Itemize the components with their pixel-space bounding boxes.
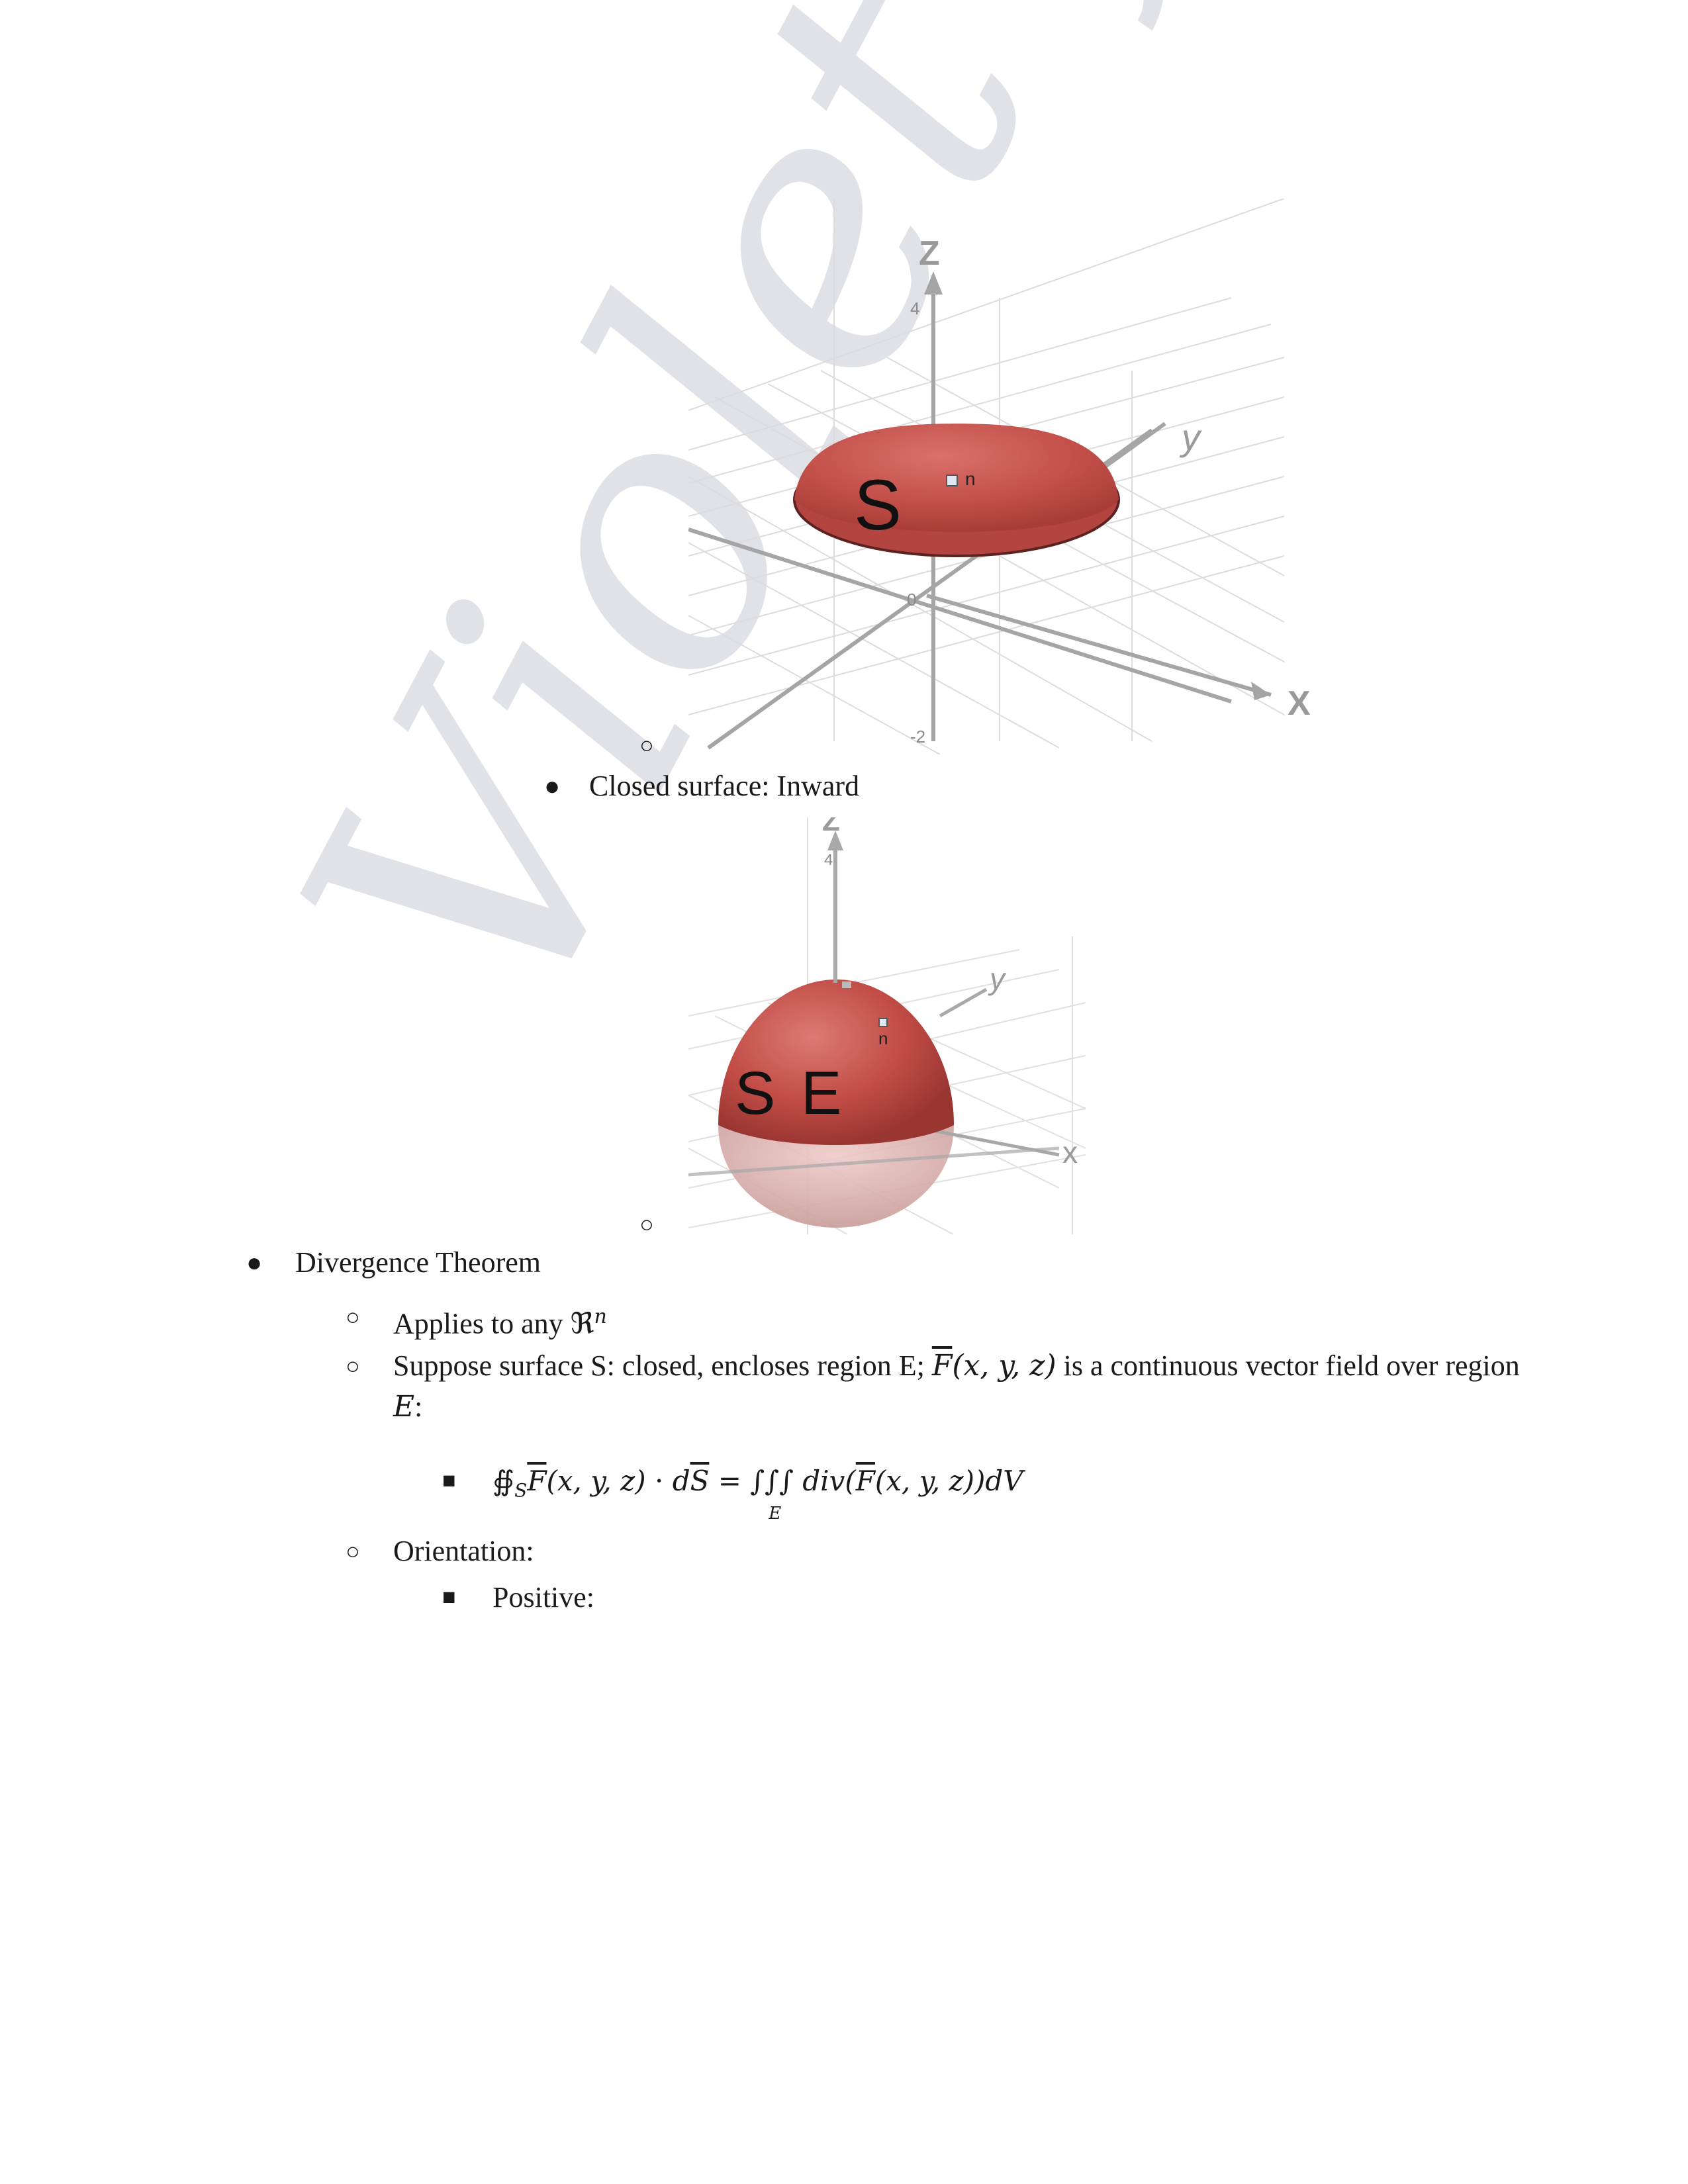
closed-surface-integral-sign: ∯	[492, 1465, 515, 1497]
suppose-line-2: E:	[393, 1388, 422, 1426]
positive-marker: ■	[442, 1585, 456, 1610]
triple-integral-sign: ∫∫∫	[750, 1465, 794, 1497]
applies-line: Applies to any ℜn	[393, 1298, 607, 1343]
sphere-surface-graph: x y Z 4 S E n	[688, 805, 1086, 1235]
formula-lhs-f: F	[527, 1465, 547, 1497]
applies-marker: ○	[346, 1304, 360, 1330]
axis-x-label: X	[1288, 684, 1311, 723]
figure2-marker: ○	[639, 1211, 654, 1238]
axis-y-label-2: y	[988, 962, 1007, 996]
region-e: E	[393, 1390, 415, 1424]
orientation-marker: ○	[346, 1538, 360, 1565]
normal-point	[946, 475, 958, 486]
formula-rhs-tail: (x, y, z))dV	[874, 1465, 1023, 1497]
normal-point-2	[878, 1018, 888, 1027]
formula-lhs-args: (x, y, z)	[546, 1465, 646, 1497]
surface-label-2: S	[735, 1060, 775, 1127]
figure-sphere-surface: x y Z 4 S E n	[688, 805, 1112, 1235]
axis-x-label-2: x	[1062, 1135, 1078, 1169]
vector-field-f: F	[931, 1349, 953, 1383]
formula-rhs-f: F	[855, 1465, 875, 1497]
divergence-bullet: ●	[246, 1248, 263, 1277]
axis-z-label: Z	[919, 234, 940, 273]
dimension-superscript: n	[594, 1305, 607, 1328]
triple-integral: ∫∫∫ E	[750, 1465, 794, 1524]
axis-z-label-2: Z	[822, 817, 840, 837]
region-label: E	[801, 1060, 841, 1127]
formula-dot: ·	[645, 1465, 673, 1497]
tick-neg-label: -2	[910, 727, 925, 747]
divergence-formula: ∯SF(x, y, z) · dS = ∫∫∫E div(F(x, y, z))…	[492, 1463, 1023, 1524]
sphere-upper-half	[718, 979, 954, 1145]
figure1-marker: ○	[639, 732, 654, 758]
surface-subscript: S	[514, 1479, 528, 1502]
suppose-line: Suppose surface S: closed, encloses regi…	[393, 1347, 1520, 1385]
axis-y-label: y	[1179, 416, 1202, 458]
real-space-symbol: ℜ	[570, 1306, 594, 1341]
region-e-colon: :	[414, 1390, 423, 1423]
applies-text: Applies to any	[393, 1307, 571, 1340]
formula-dS: S	[690, 1465, 710, 1497]
normal-label-2: n	[878, 1028, 888, 1048]
positive-text: Positive:	[492, 1581, 595, 1614]
region-subscript: E	[769, 1504, 782, 1524]
cap-surface-graph: X y Z 4 -2 0 S n	[688, 198, 1311, 755]
divergence-title: Divergence Theorem	[295, 1246, 541, 1279]
tick-z-label-2: 4	[824, 851, 833, 869]
orientation-text: Orientation:	[393, 1535, 534, 1567]
formula-equals: =	[709, 1465, 751, 1497]
formula-marker: ■	[442, 1469, 456, 1493]
surface-label: S	[854, 465, 902, 545]
suppose-text-b: is a continuous vector field over region	[1056, 1349, 1520, 1382]
closed-surface-bullet: ●	[544, 771, 561, 801]
normal-label: n	[965, 469, 976, 489]
formula-div: div(	[793, 1465, 856, 1497]
formula-d: d	[672, 1465, 690, 1497]
closed-surface-text: Closed surface: Inward	[589, 770, 860, 802]
suppose-marker: ○	[346, 1353, 360, 1379]
vector-field-args: (x, y, z)	[952, 1349, 1056, 1383]
tick-origin-label: 0	[907, 590, 916, 610]
tick-z-label: 4	[910, 298, 919, 318]
figure-cap-surface: X y Z 4 -2 0 S n	[688, 198, 1311, 755]
suppose-text-a: Suppose surface S: closed, encloses regi…	[393, 1349, 932, 1382]
sphere-lower-half	[718, 1125, 954, 1228]
